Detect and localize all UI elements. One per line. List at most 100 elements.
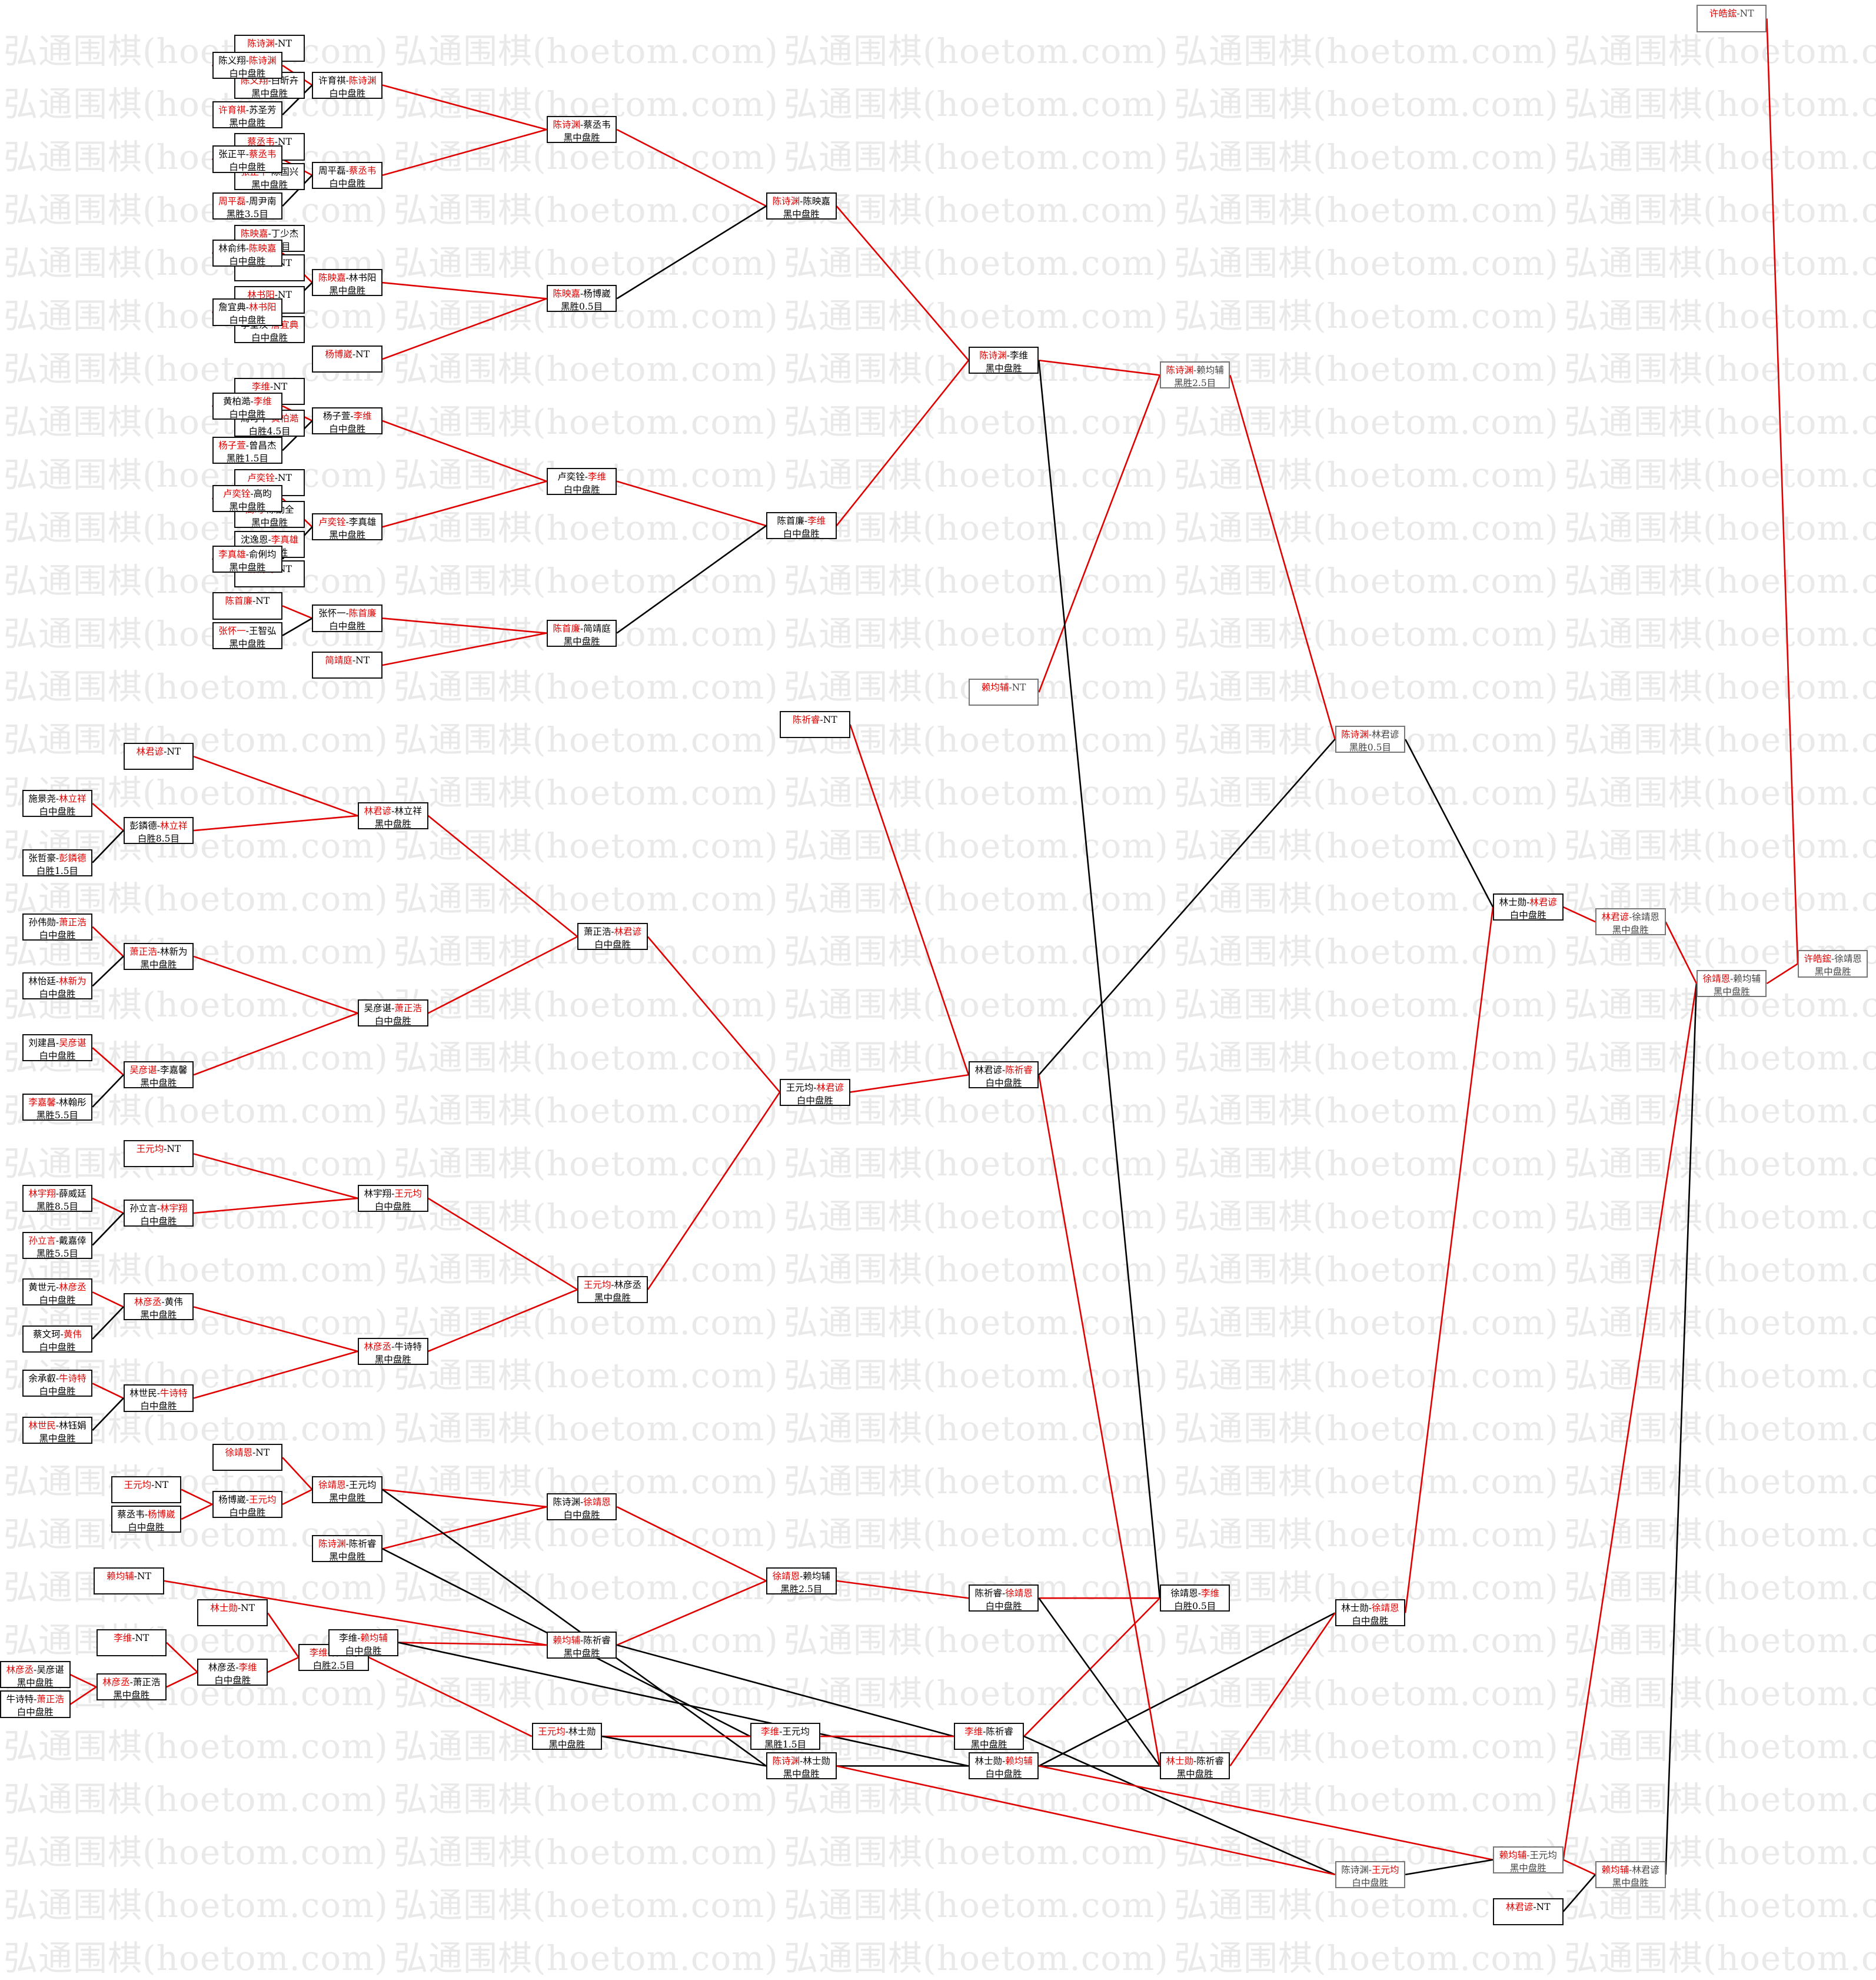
match-result: 白中盘胜 — [229, 408, 266, 420]
match-result: 白中盘胜 — [374, 1016, 411, 1027]
vs-separator: - — [55, 1282, 59, 1293]
connector-line-61 — [193, 1306, 358, 1353]
player-one: 陈首廉 — [777, 516, 804, 527]
player-one: 陈诗渊 — [1341, 729, 1369, 740]
match-players: 赖均辅-陈祈睿 — [548, 1633, 616, 1647]
player-one: 陈诗渊 — [318, 1539, 346, 1550]
vs-separator: - — [151, 1479, 155, 1490]
match-players: 林世民-牛诗特 — [125, 1386, 193, 1400]
player-two: 徐靖恩 — [1632, 912, 1659, 923]
vs-separator: - — [804, 516, 808, 527]
match-result: 黑中盘胜 — [374, 1354, 411, 1365]
match-players: 陈诗渊-蔡丞韦 — [548, 117, 616, 131]
match-result: 白中盘胜 — [140, 1215, 177, 1227]
player-two: 陈首廉 — [348, 608, 377, 619]
player-one: 吴彦谌 — [364, 1003, 392, 1014]
match-box: 杨子萱-曾昌杰黑胜1.5目 — [212, 437, 283, 464]
match-players: 萧正浩-林新为 — [125, 944, 193, 958]
match-result: 白中盘胜 — [229, 68, 266, 79]
player-one: 林君谚 — [974, 1065, 1003, 1076]
player-two: 李维 — [1201, 1588, 1220, 1599]
match-result: 黑中盘胜 — [229, 638, 266, 649]
match-box: 陈首廉-NT — [212, 592, 283, 620]
player-two: 杨博崴 — [148, 1509, 175, 1520]
player-two: 陈祈睿 — [1196, 1756, 1224, 1767]
connector-line-79 — [164, 1580, 547, 1646]
player-two: 林士勋 — [568, 1726, 596, 1737]
vs-separator: - — [55, 852, 59, 863]
connector-line-40 — [1039, 359, 1160, 376]
match-players: 林士勋-赖均辅 — [970, 1753, 1038, 1768]
player-two: NT — [278, 38, 292, 49]
vs-separator: - — [1629, 912, 1632, 923]
match-players: 沈逸恩-李真雄 — [235, 532, 304, 546]
match-box: 李维-赖均辅白中盘胜 — [328, 1629, 399, 1656]
match-box: 林士勋-陈祈睿黑中盘胜 — [1159, 1752, 1230, 1780]
vs-separator: - — [252, 596, 256, 607]
connector-line-59 — [92, 1291, 124, 1308]
player-two: 牛诗特 — [394, 1341, 422, 1352]
vs-separator: - — [157, 946, 161, 957]
connector-line-78 — [616, 1506, 767, 1582]
vs-separator: - — [157, 1388, 161, 1399]
player-two: 丁少杰 — [271, 228, 299, 239]
connector-line-112 — [1562, 906, 1596, 923]
connector-line-73 — [181, 1489, 213, 1506]
match-players: 林君谚-林立祥 — [359, 803, 427, 818]
match-result: 白中盘胜 — [1352, 1616, 1389, 1627]
player-one: 张正平 — [218, 149, 246, 160]
vs-separator: - — [611, 926, 614, 938]
match-players: 陈诗渊-NT — [235, 36, 304, 50]
match-box: 牛诗特-萧正浩白中盘胜 — [0, 1690, 71, 1718]
match-result: 白中盘胜 — [329, 88, 366, 99]
match-box: 陈祈睿-NT — [780, 710, 850, 738]
player-one: 张怀一 — [318, 608, 346, 619]
vs-separator: - — [1831, 954, 1835, 965]
match-box: 施景尧-林立祥白中盘胜 — [22, 789, 93, 817]
match-box: 赖均辅-NT — [968, 679, 1039, 706]
watermark-text: 弘通围棋(hoetom.com) — [1564, 1938, 1876, 1978]
player-two: 彭鏻德 — [59, 852, 87, 863]
match-box: 卢奕铨-李维白中盘胜 — [546, 467, 617, 495]
connector-line-50 — [92, 1047, 124, 1076]
match-players: 王元均-林彦丞 — [578, 1277, 647, 1291]
match-result: 黑中盘胜 — [563, 1647, 600, 1659]
player-two: 林君谚 — [1632, 1864, 1659, 1875]
player-one: 施景尧 — [28, 793, 56, 804]
match-box: 陈诗渊-王元均白中盘胜 — [1335, 1861, 1406, 1888]
match-result: 黑中盘胜 — [1612, 1877, 1649, 1888]
player-one: 林士勋 — [1166, 1756, 1194, 1767]
connector-line-3 — [282, 84, 313, 115]
player-two: 陈映嘉 — [803, 196, 830, 207]
match-players: 张正平-蔡丞韦 — [214, 147, 282, 161]
match-result: 白中盘胜 — [783, 529, 820, 540]
match-result: 黑中盘胜 — [140, 959, 177, 970]
match-box: 卢奕铨-高昀黑中盘胜 — [212, 485, 283, 513]
player-one: 陈诗渊 — [772, 196, 800, 207]
match-players: 林俞纬-陈映嘉 — [214, 241, 282, 255]
watermark-text: 弘通围棋(hoetom.com) — [784, 1938, 1169, 1978]
vs-separator: - — [134, 1570, 138, 1582]
match-box: 张怀一-陈首廉白中盘胜 — [312, 604, 382, 632]
connector-line-53 — [427, 815, 578, 938]
player-one: 蔡丞韦 — [247, 137, 275, 148]
player-two: 李嘉馨 — [160, 1065, 188, 1076]
match-box: 林彦丞-李维白中盘胜 — [197, 1658, 268, 1686]
vs-separator: - — [245, 104, 249, 115]
match-players: 蔡文珂-黄伟 — [24, 1327, 92, 1341]
player-one: 林君谚 — [1601, 912, 1629, 923]
connector-line-80 — [267, 1612, 300, 1658]
player-one: 林士勋 — [210, 1603, 238, 1614]
match-box: 杨博崴-王元均白中盘胜 — [212, 1490, 283, 1518]
connector-line-82 — [69, 1674, 97, 1688]
match-box: 林君谚-陈祈睿白中盘胜 — [968, 1061, 1039, 1089]
match-players: 王元均-林君谚 — [781, 1080, 849, 1094]
match-players: 赖均辅-王元均 — [1494, 1848, 1562, 1862]
match-players: 林君谚-徐靖恩 — [1596, 909, 1665, 923]
player-one: 卢奕铨 — [222, 489, 251, 499]
match-box: 林士勋-NT — [197, 1599, 268, 1627]
connector-line-64 — [193, 1350, 358, 1399]
player-two: 李真雄 — [348, 517, 377, 528]
vs-separator: - — [55, 1097, 59, 1108]
player-one: 黄世元 — [28, 1282, 56, 1293]
